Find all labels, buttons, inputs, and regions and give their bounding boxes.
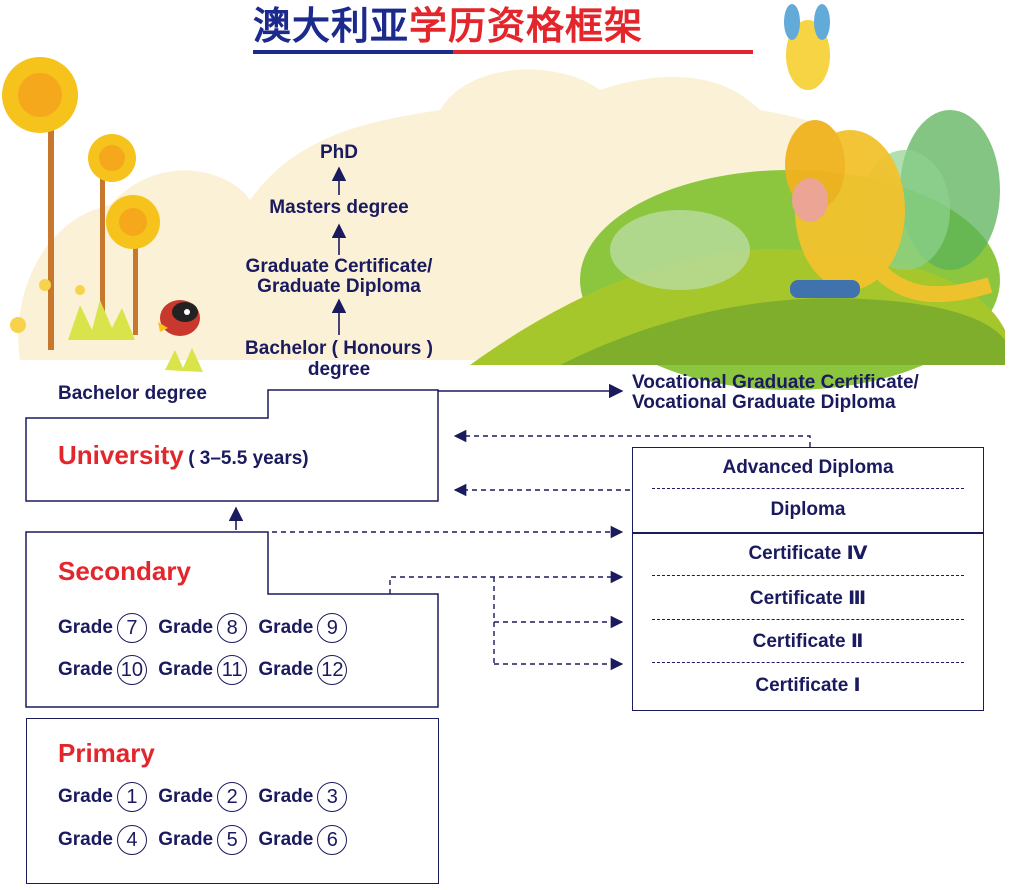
page-title: 澳大利亚学历资格框架 — [253, 2, 643, 50]
title-underline — [253, 50, 753, 54]
certificate-2-label: Certificate Ⅱ — [752, 631, 864, 652]
graduate-line-2: Graduate Diploma — [257, 276, 421, 297]
honours-line-2: degree — [307, 359, 371, 380]
graduate-line-1: Graduate Certificate/ — [245, 256, 433, 277]
phd-label: PhD — [320, 142, 358, 163]
bird — [158, 300, 200, 336]
vocational-graduate-line-2: Vocational Graduate Diploma — [632, 392, 896, 413]
bush-1 — [610, 210, 750, 290]
secondary-name: Secondary — [58, 556, 191, 586]
university-outline — [25, 389, 439, 502]
vocational-diploma-box — [632, 447, 984, 534]
hill-shade — [560, 298, 1005, 365]
primary-box — [26, 718, 439, 884]
divider — [652, 575, 964, 576]
divider — [652, 488, 964, 489]
primary-name: Primary — [58, 738, 155, 768]
certificate-4-label: Certificate Ⅳ — [748, 543, 868, 564]
title-part-1: 澳大利亚 — [253, 4, 410, 48]
vocational-certificate-box — [632, 532, 984, 711]
certificate-1-label: Certificate Ⅰ — [755, 675, 861, 696]
honours-line-1: Bachelor ( Honours ) — [245, 338, 433, 359]
graduate-label: Graduate Certificate/ Graduate Diploma — [199, 257, 479, 297]
dashed-advanced-to-university — [453, 429, 811, 447]
diploma-label: Diploma — [770, 499, 846, 520]
divider — [652, 619, 964, 620]
university-heading: University ( 3–5.5 years) — [58, 440, 309, 471]
kangaroo — [784, 4, 993, 303]
secondary-outline — [25, 531, 439, 708]
masters-label: Masters degree — [269, 197, 409, 218]
university-duration: ( 3–5.5 years) — [188, 448, 309, 469]
divider — [652, 662, 964, 663]
advanced-diploma-label: Advanced Diploma — [722, 457, 894, 478]
university-name: University — [58, 440, 184, 470]
title-part-2: 学历资格框架 — [409, 4, 644, 48]
dashed-secondary-to-cert4 — [389, 570, 624, 594]
honours-label: Bachelor ( Honours ) degree — [199, 338, 479, 380]
vocational-graduate-label: Vocational Graduate Certificate/ Vocatio… — [632, 373, 919, 413]
bachelor-label: Bachelor degree — [58, 383, 207, 404]
certificate-3-label: Certificate Ⅲ — [749, 588, 867, 609]
vocational-graduate-line-1: Vocational Graduate Certificate/ — [632, 372, 919, 393]
